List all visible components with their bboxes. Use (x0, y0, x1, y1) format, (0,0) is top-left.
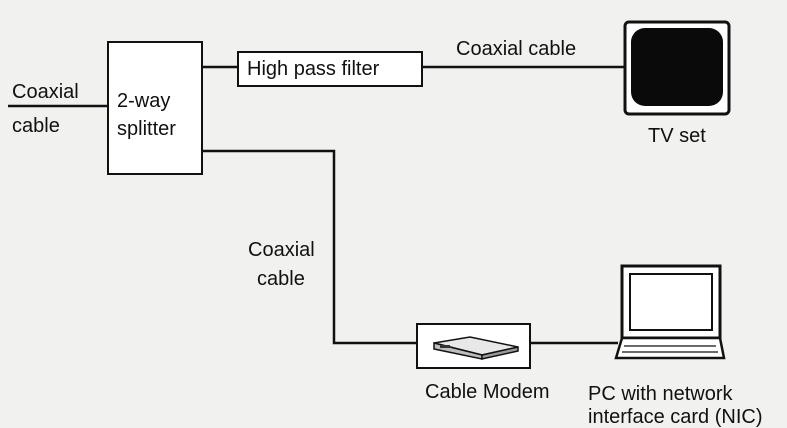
high-pass-filter-box (237, 51, 423, 87)
input-cable-label-line2: cable (12, 115, 60, 137)
cable-modem-icon (433, 336, 519, 360)
pc-label-line1: PC with network (588, 383, 733, 405)
cable-modem-box (416, 323, 531, 369)
splitter-label-line1: 2-way (117, 90, 171, 112)
top-cable-label: Coaxial cable (456, 38, 577, 60)
high-pass-filter-label: High pass filter (247, 58, 380, 80)
splitter-to-modem-line (203, 149, 416, 345)
vertical-cable-label-line1: Coaxial (248, 239, 315, 261)
vertical-cable-label-line2: cable (257, 268, 305, 290)
splitter-box (107, 41, 203, 175)
laptop-computer-icon (614, 264, 726, 360)
pc-label-line2: interface card (NIC) (588, 406, 763, 428)
splitter-label-line2: splitter (117, 118, 176, 140)
tv-monitor-icon (623, 20, 731, 116)
cable-modem-label: Cable Modem (425, 381, 550, 403)
input-cable-label-line1: Coaxial (12, 81, 79, 103)
tv-label: TV set (648, 125, 706, 147)
